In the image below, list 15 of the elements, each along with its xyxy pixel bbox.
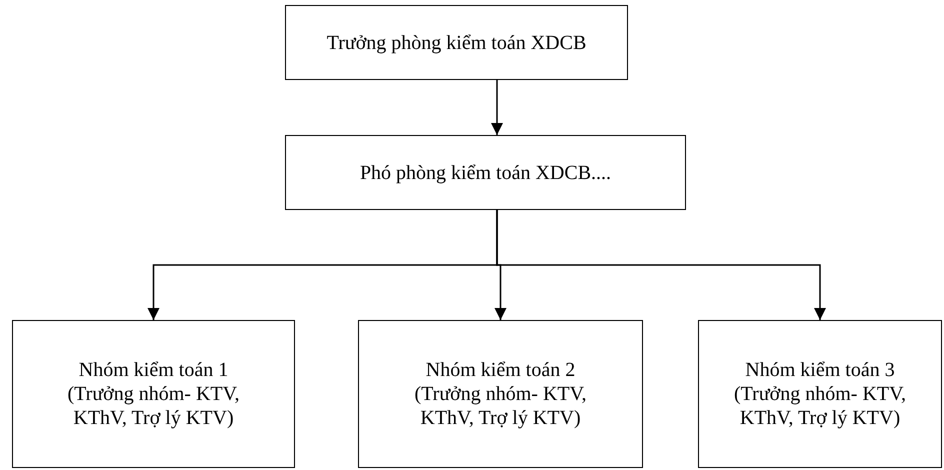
box-title: Phó phòng kiểm toán XDCB....: [360, 160, 612, 184]
org-box: [285, 5, 628, 80]
box-description: (Trưởng nhóm- KTV, KThV, Trợ lý KTV): [66, 382, 240, 430]
org-box: [12, 320, 295, 468]
box-title: Nhóm kiểm toán 3: [745, 358, 895, 382]
arrow: [491, 80, 503, 135]
org-box: [358, 320, 643, 468]
box-title: Nhóm kiểm toán 2: [426, 358, 576, 382]
box-title: Nhóm kiểm toán 1: [78, 358, 228, 382]
box-description: (Trưởng nhóm- KTV, KThV, Trợ lý KTV): [414, 382, 588, 430]
org-box: [698, 320, 942, 468]
box-title: Trưởng phòng kiểm toán XDCB: [326, 30, 586, 54]
arrow: [496, 210, 826, 320]
org-box: [285, 135, 686, 210]
box-description: (Trưởng nhóm- KTV, KThV, Trợ lý KTV): [733, 382, 907, 430]
